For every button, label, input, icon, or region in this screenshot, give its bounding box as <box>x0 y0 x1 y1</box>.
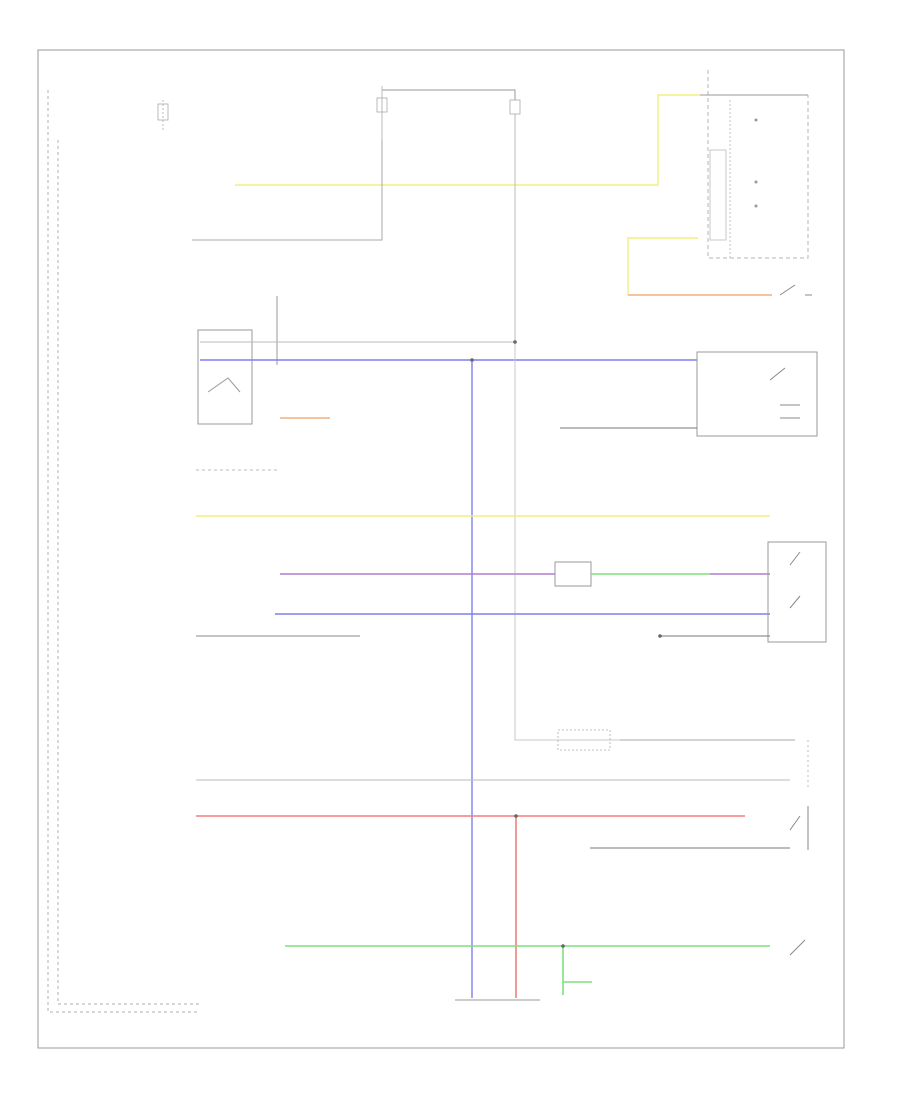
wire-gray-center <box>514 342 620 741</box>
wire-gray-ign-sw <box>192 140 383 241</box>
parking-switch <box>789 939 806 956</box>
headlight-switch <box>696 351 818 437</box>
cluster-bracket <box>47 90 200 1013</box>
oil-pressure-switch <box>779 284 812 296</box>
seatbelt-connector <box>554 561 592 587</box>
wire-yellow-oil <box>627 237 698 295</box>
gauge-assembly <box>700 70 809 259</box>
fuse-center <box>376 86 521 150</box>
cluster-bracket-inner <box>57 140 200 1005</box>
wire-junction-dots <box>470 340 662 948</box>
lower-connector <box>557 729 611 751</box>
seatbelt-switch <box>767 541 827 643</box>
taillight-relay <box>197 296 278 425</box>
fuse-left <box>157 100 169 132</box>
wire-yellow-ign <box>235 94 700 186</box>
wire-gray-relay-top <box>200 150 516 343</box>
door-switch <box>789 806 809 850</box>
diagram-frame <box>37 49 845 1049</box>
